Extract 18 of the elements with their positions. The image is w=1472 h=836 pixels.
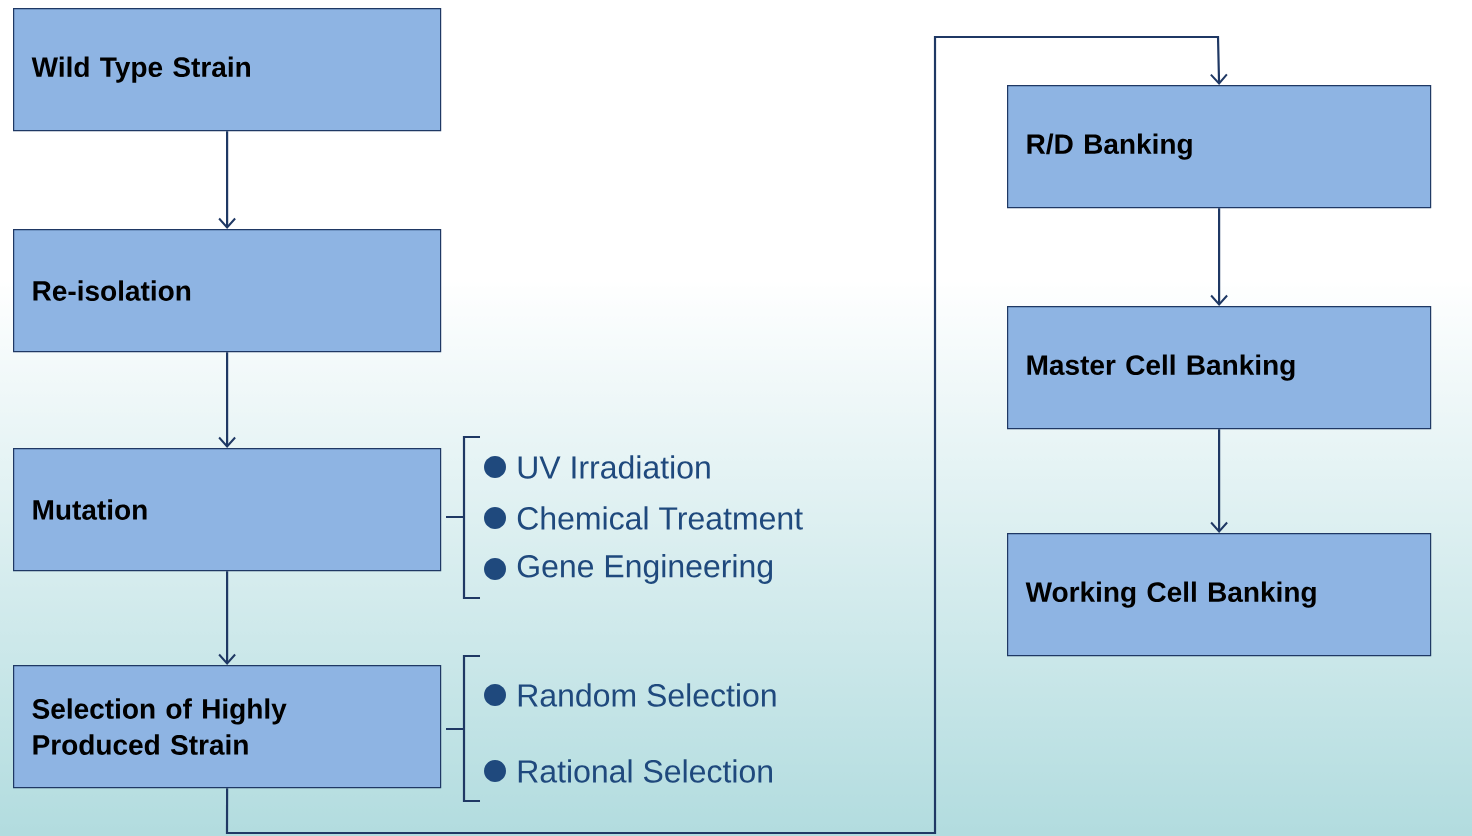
arrow bbox=[218, 571, 237, 665]
process-box: Wild Type Strain bbox=[13, 8, 442, 132]
process-box: Mutation bbox=[13, 448, 442, 572]
bullet-item: Rational Selection bbox=[484, 759, 772, 783]
process-box: Re-isolation bbox=[13, 229, 442, 353]
arrow bbox=[218, 131, 237, 229]
process-box: Working Cell Banking bbox=[1007, 533, 1432, 657]
bullet-item: Gene Engineering bbox=[484, 554, 773, 584]
process-box: Master Cell Banking bbox=[1007, 306, 1432, 430]
bullet-item: Random Selection bbox=[484, 683, 776, 707]
bullet-item: UV Irradiation bbox=[484, 455, 710, 479]
arrow bbox=[225, 35, 1228, 835]
process-box: Selection of Highly Produced Strain bbox=[13, 665, 442, 789]
arrow bbox=[1210, 208, 1229, 306]
arrow bbox=[218, 352, 237, 448]
bullet-item: Chemical Treatment bbox=[484, 506, 803, 530]
arrow bbox=[1210, 429, 1229, 533]
process-box: R/D Banking bbox=[1007, 85, 1432, 209]
